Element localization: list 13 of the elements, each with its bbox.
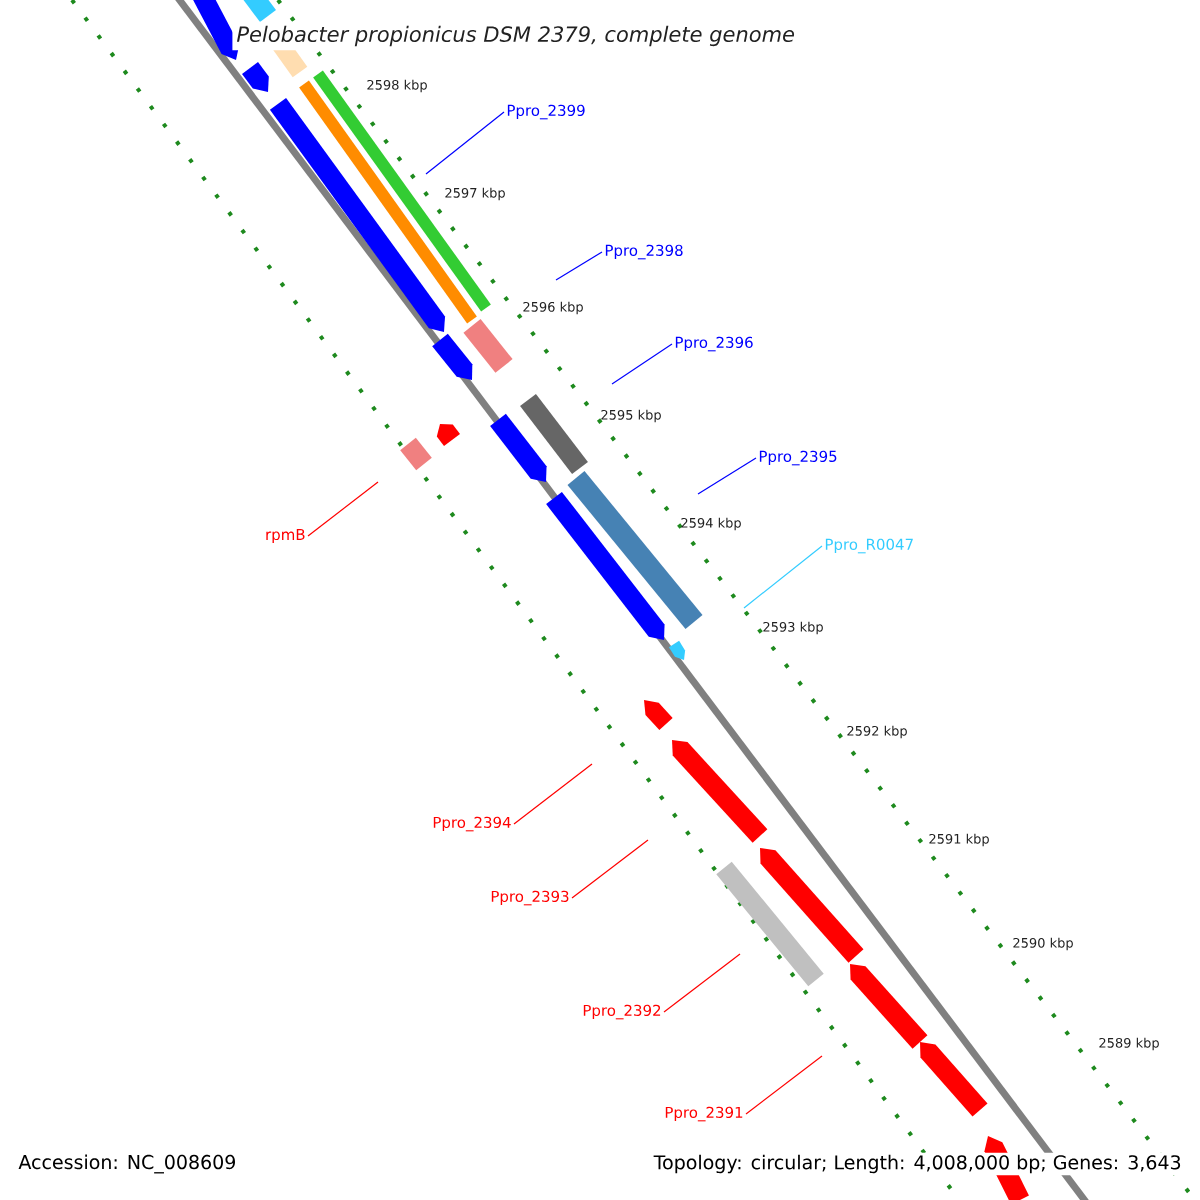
footer-text: Topology: circular; Length: 4,008,000 bp; Genes: 3,643 — [651, 1152, 1184, 1176]
leader-line — [743, 545, 823, 609]
leader-line — [611, 343, 673, 385]
leader-line — [571, 839, 649, 899]
leader-line — [555, 251, 603, 281]
leader-line — [745, 1055, 823, 1115]
leader-line — [307, 481, 379, 537]
leader-line — [425, 111, 505, 175]
leader-line — [513, 763, 593, 825]
leader-line — [697, 457, 757, 495]
footer-text: Accession: NC_008609 — [16, 1152, 239, 1176]
title: Pelobacter propionicus DSM 2379, complete genome — [232, 21, 799, 51]
leader-line — [663, 953, 741, 1013]
